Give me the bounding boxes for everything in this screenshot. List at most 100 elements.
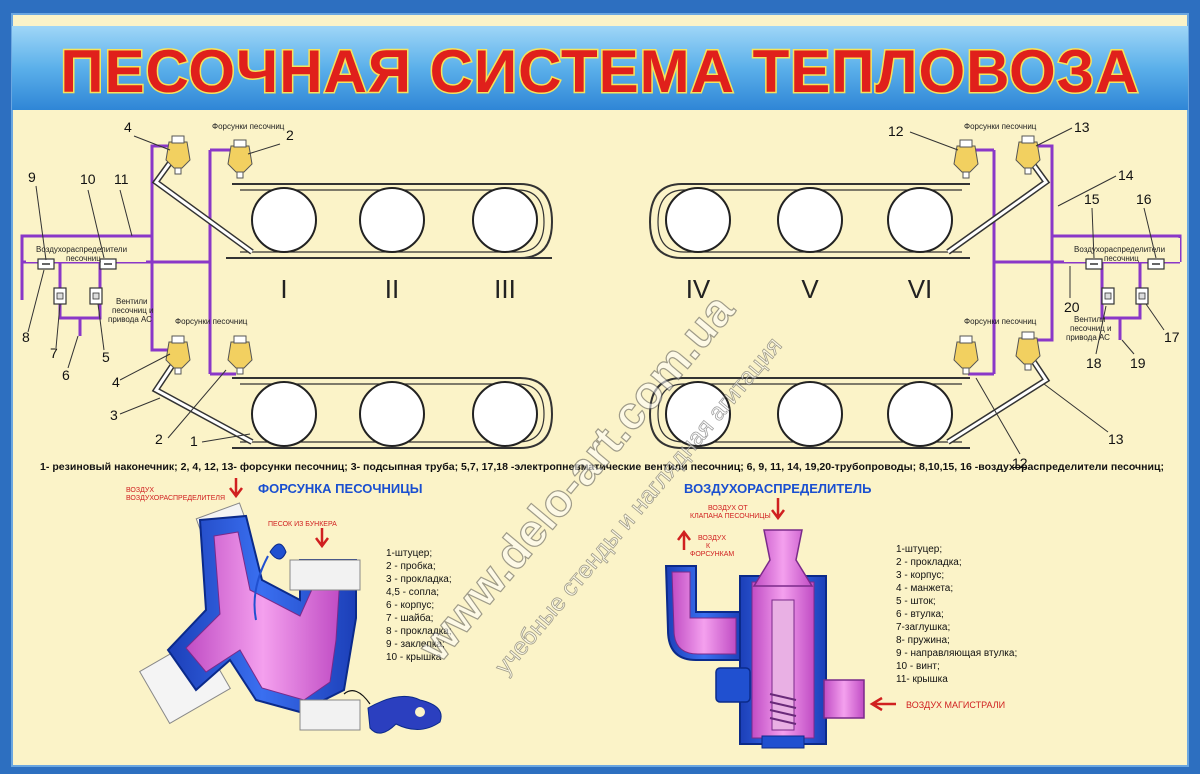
callout-5: 5 bbox=[102, 349, 110, 365]
distributor-part-2: 2 - прокладка; bbox=[896, 557, 962, 568]
nozzle-part-9: 10 - крышка bbox=[386, 652, 442, 663]
wheel bbox=[359, 381, 425, 447]
wheel bbox=[777, 381, 843, 447]
axle-label-3: III bbox=[494, 274, 516, 304]
nozzle-part-2: 2 - пробка; bbox=[386, 560, 436, 572]
wheel bbox=[472, 187, 538, 253]
distributor-air-from-1: ВОЗДУХ ОТ bbox=[708, 505, 748, 512]
wheel bbox=[665, 381, 731, 447]
distributor-part-7: 7-заглушка; bbox=[896, 622, 950, 633]
nozzle-part-1: 1-штуцер; bbox=[386, 548, 432, 559]
nozzles-label-top-left: Форсунки песочниц bbox=[212, 122, 285, 131]
wheel bbox=[251, 187, 317, 253]
nozzles-label-bottom-left: Форсунки песочниц bbox=[175, 317, 248, 326]
callout-4-bottom: 4 bbox=[112, 374, 120, 390]
right-bogie-diagram bbox=[648, 135, 1182, 449]
distributor-part-11: 11- крышка bbox=[896, 674, 948, 685]
arrow-left-icon bbox=[869, 696, 896, 712]
distributor-part-5: 5 - шток; bbox=[896, 596, 936, 607]
arrow-down-icon bbox=[315, 528, 329, 549]
axle-label-4: IV bbox=[686, 274, 711, 304]
distributor-cross-section bbox=[664, 529, 865, 749]
callout-18: 18 bbox=[1086, 355, 1102, 371]
callout-4-top: 4 bbox=[124, 119, 132, 135]
callout-12-top: 12 bbox=[888, 123, 904, 139]
distributor-part-1: 1-штуцер; bbox=[896, 544, 942, 555]
callout-1: 1 bbox=[190, 433, 198, 449]
callout-9: 9 bbox=[28, 169, 36, 185]
distributor-part-4: 4 - манжета; bbox=[896, 583, 953, 594]
wheel bbox=[777, 187, 843, 253]
distributor-label-left-1: Воздухораспределители bbox=[36, 245, 127, 254]
arrow-down-icon bbox=[229, 478, 243, 499]
nozzle-part-6: 7 - шайба; bbox=[386, 612, 433, 624]
callout-14: 14 bbox=[1118, 167, 1134, 183]
callout-15: 15 bbox=[1084, 191, 1100, 207]
nozzle-part-8: 9 - заклепка; bbox=[386, 639, 445, 650]
wheel bbox=[665, 187, 731, 253]
valves-label-left-1: Вентили bbox=[116, 297, 147, 306]
valves-label-left-2: песочниц и bbox=[112, 306, 153, 315]
nozzle-air-label-2: ВОЗДУХОРАСПРЕДЕЛИТЕЛЯ bbox=[126, 495, 225, 502]
arrow-up-icon bbox=[677, 529, 691, 550]
distributor-part-6: 6 - втулка; bbox=[896, 609, 944, 620]
callout-2-bottom: 2 bbox=[155, 431, 163, 447]
key-icon bbox=[367, 695, 442, 734]
distributor-part-8: 8- пружина; bbox=[896, 635, 950, 646]
callout-6: 6 bbox=[62, 367, 70, 383]
axle-label-1: I bbox=[280, 274, 287, 304]
distributor-part-9: 9 - направляющая втулка; bbox=[896, 648, 1017, 659]
nozzle-cross-section bbox=[139, 502, 442, 734]
distributor-air-to-1: ВОЗДУХ bbox=[698, 535, 726, 542]
distributor-section-title: ВОЗДУХОРАСПРЕДЕЛИТЕЛЬ bbox=[684, 481, 871, 496]
nozzle-part-7: 8 - прокладка; bbox=[386, 626, 452, 637]
callout-3: 3 bbox=[110, 407, 118, 423]
wheel bbox=[887, 187, 953, 253]
nozzle-part-5: 6 - корпус; bbox=[386, 600, 434, 611]
valves-label-right-1: Вентили bbox=[1074, 315, 1105, 324]
nozzle-part-4: 4,5 - сопла; bbox=[386, 587, 439, 598]
callout-13-bottom: 13 bbox=[1108, 431, 1124, 447]
callout-13-top: 13 bbox=[1074, 119, 1090, 135]
distributor-air-to-2: К bbox=[706, 543, 711, 550]
distributor-air-from-2: КЛАПАНА ПЕСОЧНИЦЫ bbox=[690, 513, 771, 520]
nozzle-sand-label: ПЕСОК ИЗ БУНКЕРА bbox=[268, 521, 337, 528]
nozzle-part-3: 3 - прокладка; bbox=[386, 574, 452, 585]
nozzles-label-top-right: Форсунки песочниц bbox=[964, 122, 1037, 131]
wheel bbox=[887, 381, 953, 447]
distributor-label-right-2: песочниц bbox=[1104, 254, 1139, 263]
callout-8: 8 bbox=[22, 329, 30, 345]
callout-17: 17 bbox=[1164, 329, 1180, 345]
callout-7: 7 bbox=[50, 345, 58, 361]
title-banner bbox=[12, 26, 1188, 110]
axle-label-5: V bbox=[801, 274, 819, 304]
callout-19: 19 bbox=[1130, 355, 1146, 371]
nozzles-label-bottom-right: Форсунки песочниц bbox=[964, 317, 1037, 326]
axle-label-2: II bbox=[385, 274, 399, 304]
wheel bbox=[472, 381, 538, 447]
legend-line: 1- резиновый наконечник; 2, 4, 12, 13- ф… bbox=[40, 461, 1164, 473]
callout-10: 10 bbox=[80, 171, 96, 187]
nozzle-section-title: ФОРСУНКА ПЕСОЧНИЦЫ bbox=[258, 481, 422, 496]
distributor-label-right-1: Воздухораспределители bbox=[1074, 245, 1165, 254]
nozzle-air-label-1: ВОЗДУХ bbox=[126, 487, 154, 494]
valves-label-left-3: привода АС bbox=[108, 315, 152, 324]
callout-2-top: 2 bbox=[286, 127, 294, 143]
wheel bbox=[359, 187, 425, 253]
left-bogie-diagram bbox=[20, 135, 554, 449]
distributor-main-air: ВОЗДУХ МАГИСТРАЛИ bbox=[906, 700, 1005, 710]
distributor-part-3: 3 - корпус; bbox=[896, 570, 944, 581]
axle-label-6: VI bbox=[908, 274, 933, 304]
page-title: ПЕСОЧНАЯ СИСТЕМА ТЕПЛОВОЗА bbox=[60, 38, 1139, 105]
distributor-part-10: 10 - винт; bbox=[896, 661, 940, 672]
distributor-air-to-3: ФОРСУНКАМ bbox=[690, 551, 734, 558]
arrow-down-icon bbox=[771, 498, 785, 521]
callout-11: 11 bbox=[114, 171, 129, 187]
callout-12-bottom: 12 bbox=[1012, 455, 1028, 471]
distributor-label-left-2: песочниц bbox=[66, 254, 101, 263]
valves-label-right-3: привода АС bbox=[1066, 333, 1110, 342]
valves-label-right-2: песочниц и bbox=[1070, 324, 1111, 333]
callout-16: 16 bbox=[1136, 191, 1152, 207]
callout-20: 20 bbox=[1064, 299, 1080, 315]
